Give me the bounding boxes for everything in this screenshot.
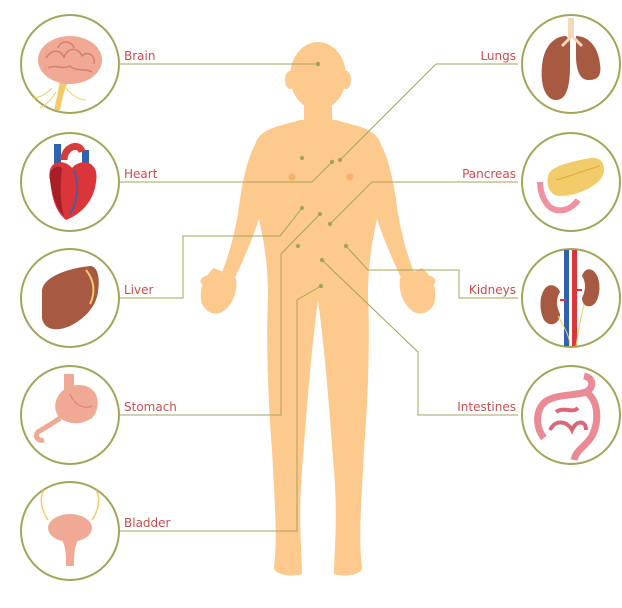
label-bladder: Bladder <box>124 516 171 530</box>
leader-line-pancreas <box>329 181 518 225</box>
organ-circle-brain <box>20 14 120 114</box>
leader-line-intestines <box>321 259 518 416</box>
label-pancreas: Pancreas <box>462 167 516 181</box>
label-kidneys: Kidneys <box>468 283 516 297</box>
label-heart: Heart <box>124 167 158 181</box>
leader-line-stomach <box>120 213 321 416</box>
organ-circle-kidneys <box>521 248 621 348</box>
organ-circle-lungs <box>521 14 621 114</box>
lungs-icon <box>541 18 601 100</box>
leader-lines <box>120 63 518 532</box>
leader-line-heart <box>120 161 333 183</box>
heart-icon <box>49 142 97 220</box>
stomach-icon <box>33 374 98 443</box>
label-stomach: Stomach <box>124 400 177 414</box>
organ-circle-pancreas <box>521 132 621 232</box>
label-lungs: Lungs <box>480 49 516 63</box>
leader-line-lungs <box>339 63 518 161</box>
intestines-icon <box>534 372 601 462</box>
organ-circle-bladder <box>20 481 120 581</box>
leader-line-bladder <box>120 285 322 532</box>
label-intestines: Intestines <box>457 400 516 414</box>
organ-circle-heart <box>20 132 120 232</box>
brain-icon <box>31 36 102 110</box>
human-body-figure <box>200 42 436 576</box>
leader-dots <box>295 61 349 289</box>
organ-circle-intestines <box>521 365 621 465</box>
organ-circle-liver <box>20 248 120 348</box>
kidneys-icon <box>540 250 600 347</box>
label-liver: Liver <box>124 283 154 297</box>
liver-icon <box>42 266 99 330</box>
label-brain: Brain <box>124 49 156 63</box>
bladder-icon <box>40 489 100 566</box>
leader-line-liver <box>120 207 303 299</box>
pancreas-icon <box>537 157 605 214</box>
leader-line-kidneys <box>345 245 518 299</box>
organ-circle-stomach <box>20 365 120 465</box>
nipples <box>288 173 354 181</box>
